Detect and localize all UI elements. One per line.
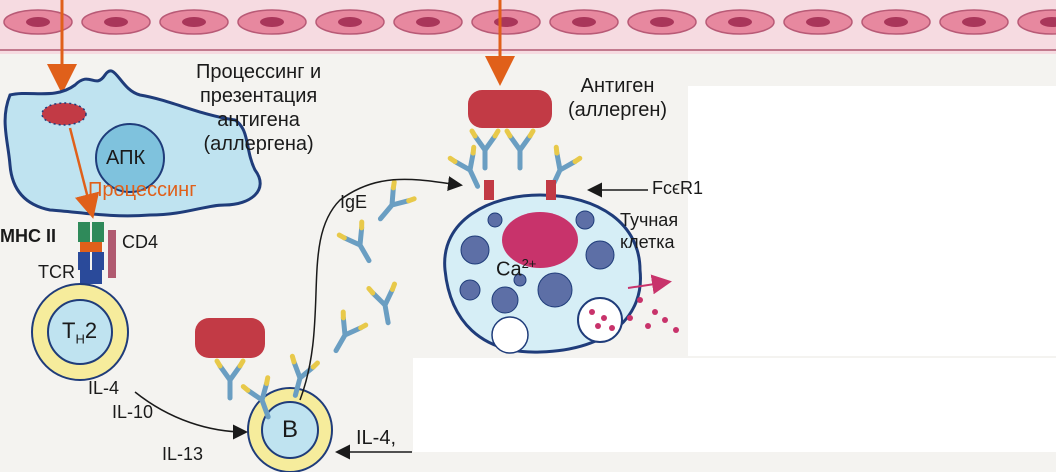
mediator-granule	[601, 315, 607, 321]
granule	[488, 213, 502, 227]
il4-right-label: IL-4,	[356, 426, 396, 450]
ige-label: IgE	[340, 192, 367, 214]
mhc-tcr-complex	[78, 222, 116, 284]
th2-sub: H	[75, 331, 84, 346]
antigen-label: Антиген (аллерген)	[568, 74, 667, 122]
epithelial-nucleus	[26, 17, 50, 27]
mediator-granule	[645, 323, 651, 329]
granule	[576, 211, 594, 229]
processing-title: Процессинг и презентация антигена (аллер…	[196, 60, 321, 156]
antigen-line2: (аллерген)	[568, 98, 667, 122]
epithelial-nucleus	[572, 17, 596, 27]
mediator-granule	[637, 297, 643, 303]
allergen-mast-cell	[468, 90, 552, 128]
th2-main: T	[62, 318, 75, 343]
mediator-granule	[627, 315, 633, 321]
processing-label: Процессинг	[88, 178, 197, 202]
mhc2-label: MHC II	[0, 226, 56, 248]
granule	[538, 273, 572, 307]
vesicle-lower	[492, 317, 528, 353]
epithelium-band	[0, 0, 1056, 54]
fcer1-label: FcϵR1	[652, 178, 703, 200]
epithelial-nucleus	[962, 17, 986, 27]
cover-box-bottom	[413, 358, 1056, 452]
epithelial-nucleus	[416, 17, 440, 27]
calcium-sup: 2+	[522, 256, 537, 271]
calcium-text: Ca	[496, 259, 522, 281]
epithelial-nucleus	[494, 17, 518, 27]
antigen-line1: Антиген	[568, 74, 667, 98]
mediator-granule	[662, 317, 668, 323]
granule	[492, 287, 518, 313]
cd4-label: CD4	[122, 232, 158, 254]
mast-line1: Тучная	[620, 210, 678, 232]
cover-box-right	[688, 86, 1056, 356]
processing-title-line2: презентация	[196, 84, 321, 108]
allergen-b-cell	[195, 318, 265, 358]
processing-title-line4: (аллергена)	[196, 132, 321, 156]
mast-cell-label: Тучная клетка	[620, 210, 678, 253]
mast-line2: клетка	[620, 232, 678, 254]
il4-label: IL-4	[88, 378, 119, 400]
mediator-granule	[589, 309, 595, 315]
processing-title-line3: антигена	[196, 108, 321, 132]
internalized-allergen	[42, 103, 86, 125]
granule	[460, 280, 480, 300]
apc-label: АПК	[106, 146, 145, 170]
epithelial-nucleus	[182, 17, 206, 27]
epithelial-nucleus	[728, 17, 752, 27]
mediator-granule	[652, 309, 658, 315]
epithelial-nucleus	[884, 17, 908, 27]
th2-label: TH2	[62, 318, 97, 347]
epithelial-nucleus	[650, 17, 674, 27]
b-cell-label: B	[282, 416, 298, 445]
mediator-granule	[673, 327, 679, 333]
granule	[461, 236, 489, 264]
epithelial-nucleus	[260, 17, 284, 27]
mediator-granule	[595, 323, 601, 329]
th2-num: 2	[85, 318, 97, 343]
tcr-label: TCR	[38, 262, 75, 284]
processing-title-line1: Процессинг и	[196, 60, 321, 84]
mediator-granule	[609, 325, 615, 331]
granule	[586, 241, 614, 269]
il13-label: IL-13	[162, 444, 203, 466]
calcium-label: Ca2+	[496, 256, 536, 282]
degranulation-vesicle	[578, 298, 622, 342]
il10-label: IL-10	[112, 402, 153, 424]
epithelial-nucleus	[104, 17, 128, 27]
epithelial-nucleus	[806, 17, 830, 27]
epithelial-nucleus	[338, 17, 362, 27]
